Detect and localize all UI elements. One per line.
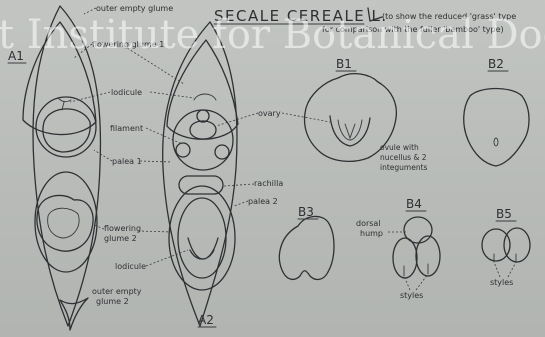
a2-anther-right bbox=[215, 145, 229, 159]
annotation-filament: filament bbox=[110, 124, 143, 133]
annotation-palea2: palea 2 bbox=[248, 197, 278, 206]
annotation-dorsal-line1: dorsal bbox=[356, 219, 381, 228]
a1-lower-grain bbox=[37, 195, 93, 251]
annotation-flowering-glume-2-line1: flowering bbox=[104, 224, 141, 233]
a1-upper-floret bbox=[36, 97, 96, 157]
specimen-a2: A2 bbox=[163, 22, 238, 327]
label-b2: B2 bbox=[488, 57, 504, 71]
b1-ovule bbox=[330, 116, 370, 146]
a1-lower-floret bbox=[35, 172, 97, 272]
annotation-styles-b5: styles bbox=[490, 278, 513, 287]
b1-integuments bbox=[338, 120, 362, 140]
annotation-palea1: palea 1 bbox=[112, 157, 142, 166]
a2-ovary bbox=[190, 121, 216, 139]
annotation-ovule-line3: integuments bbox=[380, 163, 428, 172]
annotation-styles-b4: styles bbox=[400, 291, 423, 300]
a1-lodicule-mark bbox=[58, 98, 71, 110]
label-b5: B5 bbox=[496, 207, 512, 221]
outer-empty-glume-2-drawing bbox=[60, 298, 88, 330]
label-a2: A2 bbox=[198, 313, 214, 327]
outer-empty-glume-2-shape bbox=[60, 298, 88, 330]
specimen-b3: B3 bbox=[279, 205, 334, 279]
watermark: t Institute for Botanical Docu bbox=[0, 12, 545, 58]
specimen-b5: B5 bbox=[482, 207, 530, 262]
a2-floret-2-inner bbox=[178, 198, 226, 278]
a2-lodicule-mark bbox=[194, 94, 216, 100]
a1-lower-grain-inner bbox=[48, 208, 79, 238]
label-b4: B4 bbox=[406, 197, 422, 211]
a2-anther-top bbox=[197, 110, 209, 122]
annotation-ovule-line1: ovule with bbox=[380, 143, 419, 152]
annotation-flowering-glume-2-line2: glume 2 bbox=[104, 234, 137, 243]
leader-styles-b5 bbox=[494, 262, 516, 277]
annotation-ovary: ovary bbox=[258, 109, 281, 118]
label-b1: B1 bbox=[336, 57, 352, 71]
annotation-dorsal-line2: hump bbox=[360, 229, 383, 238]
annotation-lodicule-top: lodicule bbox=[111, 88, 142, 97]
b5-lobe-left bbox=[482, 229, 510, 261]
a2-floret-1 bbox=[173, 110, 233, 170]
a2-lower-grain bbox=[188, 238, 218, 259]
a2-outer-glume bbox=[163, 22, 237, 326]
b5-lobe-right bbox=[504, 228, 530, 262]
annotation-lodicule-bottom: lodicule bbox=[115, 262, 146, 271]
annotation-outer-empty-glume-2-line1: outer empty bbox=[92, 287, 142, 296]
annotation-rachilla: rachilla bbox=[254, 179, 283, 188]
label-b3: B3 bbox=[298, 205, 314, 219]
b2-outline bbox=[464, 89, 529, 167]
a2-anther-left bbox=[176, 143, 190, 157]
leader-rachilla bbox=[224, 184, 254, 186]
b3-outline bbox=[279, 216, 334, 279]
specimen-b4: B4 bbox=[393, 197, 440, 278]
b4-style-left bbox=[393, 238, 417, 278]
leader-styles-b4 bbox=[404, 274, 428, 290]
specimen-b2: B2 bbox=[464, 57, 529, 166]
annotation-ovule-line2: nucellus & 2 bbox=[380, 153, 427, 162]
leader-palea2 bbox=[234, 201, 248, 206]
annotation-outer-empty-glume-2-line2: glume 2 bbox=[96, 297, 129, 306]
b2-center-mark bbox=[494, 138, 498, 146]
